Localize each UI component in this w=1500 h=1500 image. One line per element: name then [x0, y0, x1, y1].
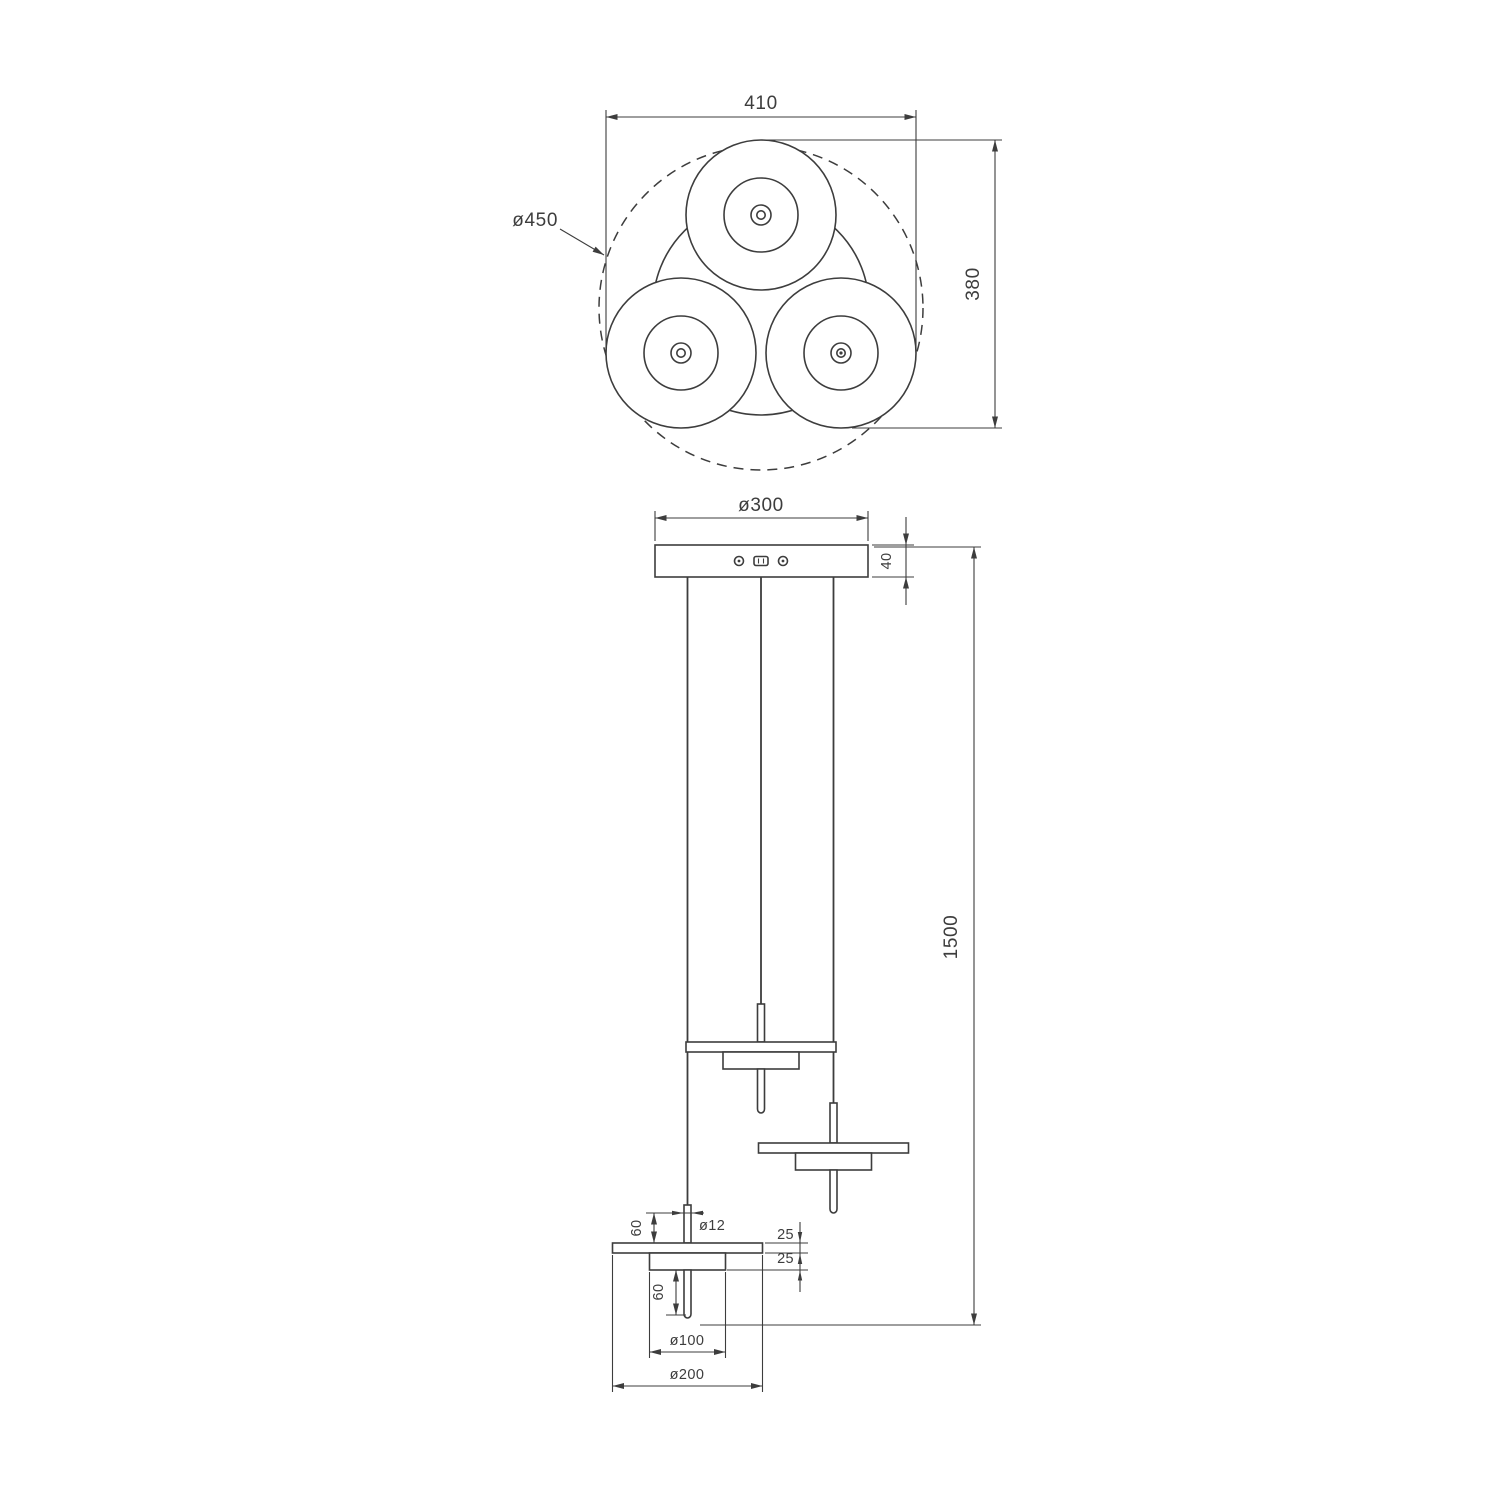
dim-25-lower-label: 25 — [777, 1251, 794, 1267]
dim-top-width: 410 — [605, 93, 917, 353]
arrowhead — [797, 1232, 803, 1243]
disc-hub — [670, 342, 692, 364]
stem-upper — [683, 1204, 692, 1244]
canopy-terminal-block — [753, 555, 769, 567]
outer-disc — [757, 1142, 910, 1154]
arrowhead — [797, 1270, 803, 1281]
dim-450-label: ø450 — [512, 210, 558, 231]
outer-disc — [685, 1041, 837, 1053]
side-view: ø300 40 1500 — [611, 495, 981, 1392]
disc-top — [685, 139, 837, 291]
disc-hub — [750, 204, 772, 226]
dim-1500-label: 1500 — [941, 915, 962, 960]
dim-12-label: ø12 — [699, 1218, 725, 1234]
dim-canopy-thickness: 40 — [872, 517, 914, 605]
outer-disc — [611, 1242, 764, 1254]
stem-upper — [829, 1102, 838, 1144]
dim-410-label: 410 — [744, 93, 778, 114]
dim-outer-disc: ø200 — [611, 1255, 764, 1392]
dim-shade-thickness: 25 25 — [727, 1222, 808, 1292]
dim-25-upper-label: 25 — [777, 1227, 794, 1243]
dim-380-label: 380 — [963, 267, 984, 301]
dim-60-lower-label: 60 — [651, 1284, 667, 1301]
disc-inner-ring — [643, 315, 719, 391]
disc-hub-inner — [755, 210, 766, 221]
dim-300-label: ø300 — [738, 495, 784, 516]
canopy-screw-left — [733, 555, 745, 567]
pendant-middle — [757, 1102, 910, 1214]
arrowhead — [691, 1210, 703, 1216]
canopy-screw-right — [777, 555, 789, 567]
disc-inner-ring — [723, 177, 799, 253]
dim-top-height: 380 — [767, 139, 1002, 429]
pendant-upper — [685, 1003, 837, 1114]
dim-60-upper-label: 60 — [629, 1220, 645, 1237]
pendant-lower — [611, 1204, 764, 1319]
stem-lower — [756, 1068, 766, 1114]
stem-lower — [829, 1169, 838, 1214]
inner-disc — [722, 1051, 800, 1070]
canopy-screw-right-dot — [781, 559, 785, 563]
stem-lower — [683, 1269, 692, 1319]
dim-canopy-diameter: ø300 — [654, 495, 869, 541]
disc-hub-inner — [835, 347, 846, 358]
disc-bottom-left — [605, 277, 757, 429]
top-view: 410 380 ø450 — [512, 93, 1002, 471]
dim-overall-drop: 1500 — [700, 546, 981, 1326]
canopy-screw-left-dot — [737, 559, 741, 563]
disc-inner-ring — [803, 315, 879, 391]
dim-inner-disc: ø100 — [648, 1272, 727, 1358]
inner-disc — [794, 1152, 873, 1171]
dim-lower-stem: 60 — [651, 1270, 686, 1316]
leader-line — [559, 228, 605, 256]
stem-upper — [756, 1003, 766, 1043]
dim-upper-stem: 60 — [629, 1213, 657, 1243]
disc-bottom-right — [765, 277, 917, 429]
canopy — [654, 544, 869, 578]
disc-hub-inner — [675, 347, 686, 358]
dim-100-label: ø100 — [670, 1333, 705, 1349]
dim-stem-diameter: ø12 — [646, 1210, 725, 1234]
arrowhead — [797, 1253, 803, 1264]
inner-disc — [648, 1252, 727, 1271]
dim-40-label: 40 — [879, 553, 895, 570]
disc-hub-dot — [839, 351, 843, 355]
dim-outer-diameter: ø450 — [512, 210, 605, 256]
dim-200-label: ø200 — [670, 1367, 705, 1383]
canopy-body — [654, 544, 869, 578]
arrowhead — [672, 1210, 684, 1216]
